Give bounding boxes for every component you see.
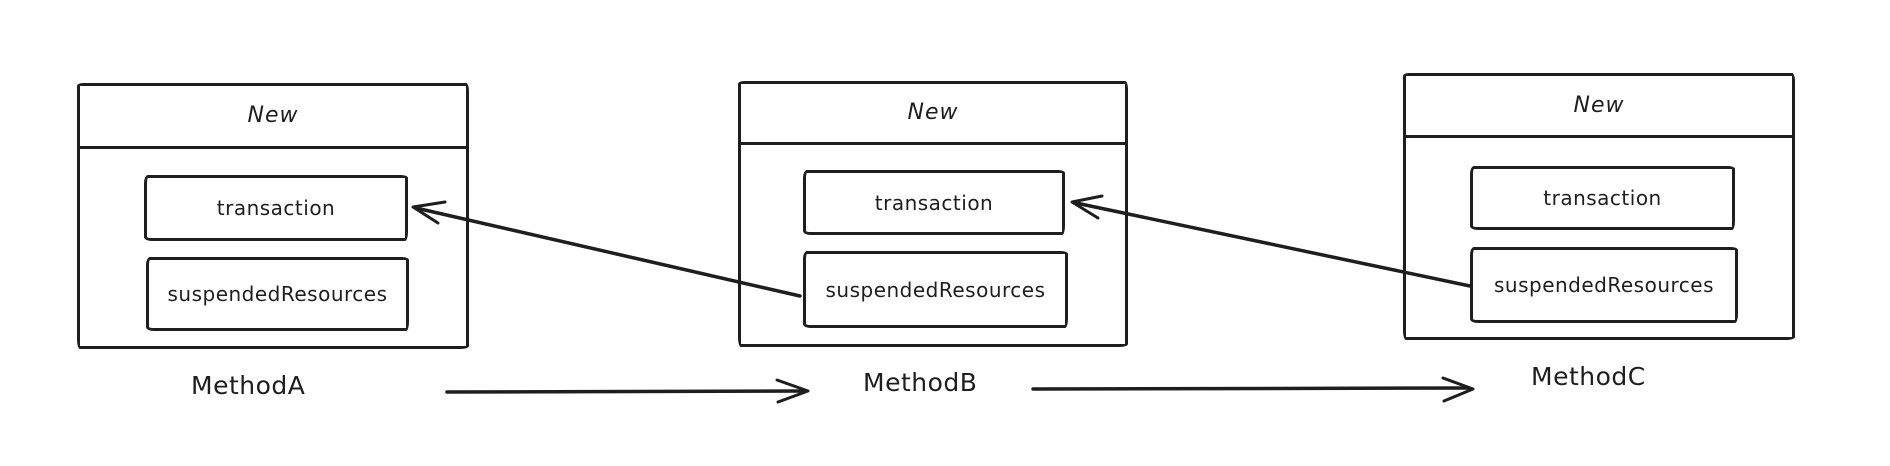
field-suspended-resources-method-a: suspendedResources	[146, 257, 409, 331]
arrow-methodb-suspended-to-methoda-transaction	[411, 200, 802, 298]
frame-method-a-header: New	[79, 85, 467, 149]
arrow-methodc-suspended-to-methodb-transaction	[1070, 194, 1472, 288]
frame-method-c: New transaction suspendedResources	[1403, 73, 1795, 340]
frame-method-b-header: New	[740, 83, 1126, 145]
field-transaction-method-a: transaction	[144, 175, 408, 241]
frame-method-c-header: New	[1405, 75, 1793, 138]
field-transaction-method-c: transaction	[1470, 166, 1735, 230]
frame-method-b: New transaction suspendedResources	[738, 81, 1128, 347]
field-suspended-resources-method-c: suspendedResources	[1470, 247, 1738, 323]
arrow-methodb-to-methodc	[1031, 376, 1475, 403]
label-method-a: MethodA	[191, 371, 306, 400]
label-method-c: MethodC	[1531, 362, 1646, 391]
label-method-b: MethodB	[863, 368, 978, 397]
field-transaction-method-b: transaction	[803, 170, 1065, 235]
field-suspended-resources-method-b: suspendedResources	[803, 251, 1068, 328]
arrow-methoda-to-methodb	[445, 378, 810, 404]
frame-method-a: New transaction suspendedResources	[77, 83, 469, 349]
